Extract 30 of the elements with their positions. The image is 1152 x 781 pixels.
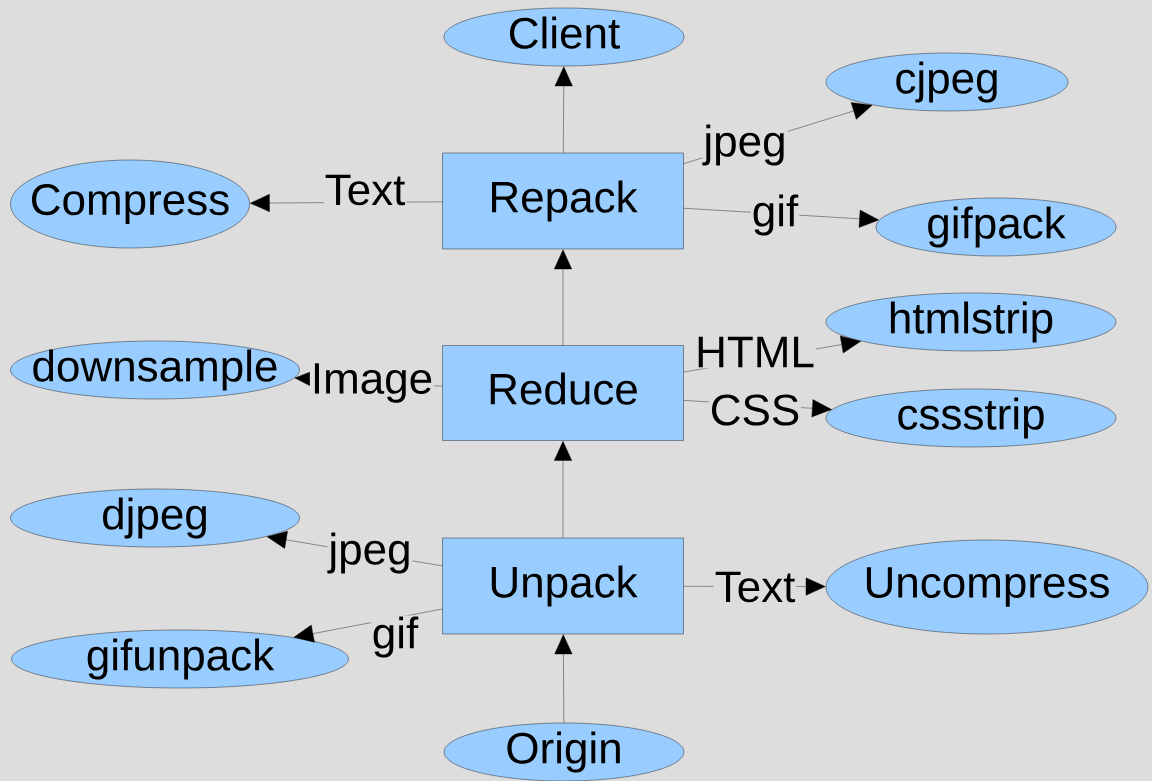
ellipse-node: djpeg [10, 488, 300, 548]
arrow [554, 249, 572, 346]
arrow [554, 66, 573, 153]
arrow [293, 608, 443, 643]
process-box: Reduce [442, 345, 684, 441]
ellipse-node: htmlstrip [825, 292, 1117, 352]
ellipse-node: cssstrip [825, 388, 1117, 448]
ellipse-node: Client [443, 7, 685, 67]
edge-label: jpeg [327, 531, 413, 575]
edge-label: Text [323, 173, 407, 207]
ellipse-node: gifpack [875, 197, 1117, 257]
edge-label: HTML [694, 335, 816, 369]
arrow [683, 208, 880, 228]
ellipse-node: Origin [443, 722, 685, 781]
edge-label: jpeg [702, 123, 788, 167]
edge-label: gif [750, 193, 800, 237]
ellipse-node: Compress [10, 159, 250, 249]
ellipse-node: Uncompress [825, 539, 1149, 635]
arrow [683, 577, 826, 596]
edge-label: Text [713, 570, 797, 604]
ellipse-node: cjpeg [825, 52, 1069, 112]
edge-label: CSS [708, 393, 802, 427]
ellipse-node: gifunpack [11, 629, 349, 689]
process-box: Repack [442, 152, 684, 250]
ellipse-node: downsample [10, 340, 300, 400]
arrow [554, 634, 573, 723]
edge-label: Image [309, 362, 435, 404]
edge-label: gif [370, 615, 420, 659]
arrow [554, 441, 572, 538]
process-box: Unpack [442, 537, 684, 635]
